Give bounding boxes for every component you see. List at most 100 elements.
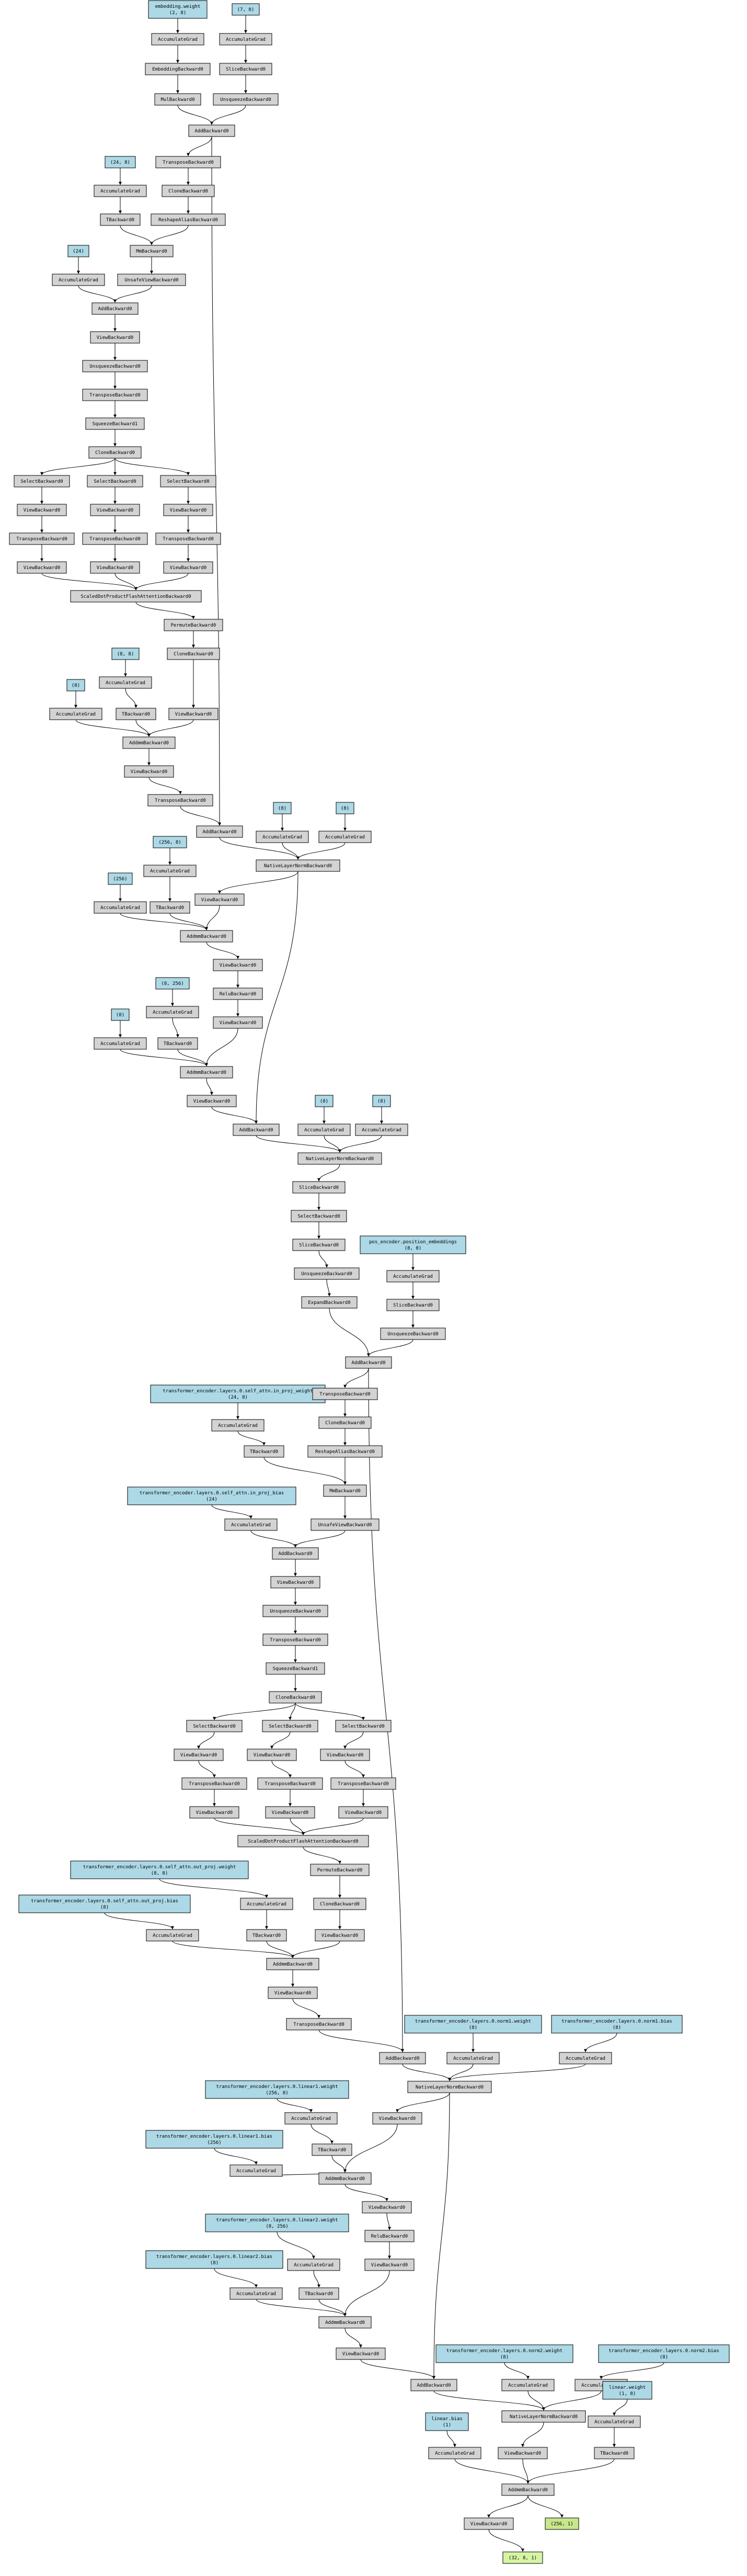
node-box bbox=[407, 2081, 492, 2093]
edge-add1-tr1 bbox=[187, 136, 212, 156]
edge-view5-sdpa1 bbox=[41, 573, 137, 591]
node-p_b1: (24) bbox=[67, 245, 89, 257]
node-label: (256) bbox=[207, 2140, 221, 2146]
node-box bbox=[94, 901, 147, 914]
node-acc7: AccumulateGrad bbox=[256, 831, 309, 843]
node-tr1: TransposeBackward0 bbox=[155, 156, 221, 168]
node-box bbox=[284, 2112, 338, 2125]
node-tb8: TBackward0 bbox=[298, 2287, 339, 2300]
edge-add3-ln1 bbox=[219, 837, 300, 860]
node-acc9: AccumulateGrad bbox=[143, 865, 197, 877]
node-box bbox=[272, 1547, 319, 1560]
node-slice1: SliceBackward0 bbox=[219, 63, 272, 75]
node-label: ViewBackward0 bbox=[272, 1810, 308, 1815]
node-label: ViewBackward0 bbox=[220, 1020, 256, 1026]
node-box bbox=[160, 475, 216, 487]
node-label: AccumulateGrad bbox=[56, 712, 96, 717]
node-label: ScaledDotProductFlashAttentionBackward0 bbox=[81, 594, 191, 599]
node-box bbox=[446, 2052, 500, 2064]
node-box bbox=[559, 2052, 612, 2064]
node-box bbox=[180, 930, 233, 943]
node-acc12: AccumulateGrad bbox=[94, 1037, 147, 1050]
node-label: ViewBackward0 bbox=[371, 2263, 408, 2268]
node-box bbox=[205, 2214, 349, 2232]
node-view1: ViewBackward0 bbox=[90, 331, 140, 344]
node-label: transformer_encoder.layers.0.norm2.weigh… bbox=[446, 2348, 562, 2354]
edges bbox=[40, 15, 664, 2552]
node-box bbox=[315, 1095, 334, 1107]
node-label: CloneBackward0 bbox=[320, 1902, 360, 1907]
node-label: transformer_encoder.layers.0.linear1.bia… bbox=[156, 2134, 272, 2139]
node-label: MmBackward0 bbox=[329, 1489, 361, 1494]
edge-slice3-unsq3 bbox=[318, 1250, 328, 1268]
edge-tb7-addmm5 bbox=[331, 2155, 347, 2173]
node-label: CloneBackward0 bbox=[275, 1695, 315, 1700]
node-box bbox=[256, 859, 340, 872]
node-box bbox=[164, 619, 223, 631]
node-label: (8, 256) bbox=[266, 2224, 288, 2229]
node-box bbox=[320, 1749, 370, 1761]
node-box bbox=[99, 676, 152, 689]
node-unsq5: UnsqueezeBackward0 bbox=[262, 1605, 328, 1617]
node-pos_emb: pos_encoder.position_embeddings(8, 8) bbox=[360, 1235, 466, 1254]
node-addmm3: AddmmBackward0 bbox=[180, 1066, 233, 1079]
node-box bbox=[244, 1445, 284, 1458]
edge-tr6-add3 bbox=[180, 805, 221, 826]
edge-view10-addmm2 bbox=[205, 905, 220, 930]
node-acc24: AccumulateGrad bbox=[287, 2259, 340, 2271]
node-label: ViewBackward0 bbox=[254, 1753, 290, 1758]
edge-add5-add7 bbox=[368, 1368, 404, 2052]
node-p_l1b: (256) bbox=[108, 872, 133, 885]
node-p_ln1w: (8) bbox=[273, 802, 292, 814]
edge-acc28-addmm7 bbox=[454, 2458, 530, 2484]
edge-acc22-tb7 bbox=[311, 2124, 334, 2144]
node-tb7: TBackward0 bbox=[312, 2143, 352, 2156]
node-label: (8, 8) bbox=[405, 1246, 422, 1251]
edge-acc26-ln4 bbox=[527, 2390, 545, 2411]
node-acc6: AccumulateGrad bbox=[49, 708, 102, 720]
node-label: transformer_encoder.layers.0.linear1.wei… bbox=[216, 2084, 338, 2090]
node-box bbox=[18, 1894, 191, 1913]
node-label: UnsafeViewBackward0 bbox=[318, 1523, 372, 1528]
edge-ln1-view10 bbox=[218, 871, 298, 894]
node-label: ViewBackward0 bbox=[97, 565, 133, 571]
node-select4: SelectBackward0 bbox=[291, 1210, 347, 1222]
node-label: AddmmBackward0 bbox=[325, 2176, 365, 2182]
node-label: AddBackward0 bbox=[239, 1128, 273, 1133]
node-label: ExpandBackward0 bbox=[308, 1300, 350, 1306]
node-label: EmbeddingBackward0 bbox=[152, 67, 203, 72]
node-box bbox=[240, 1898, 293, 1910]
node-tr6: TransposeBackward0 bbox=[147, 794, 213, 807]
node-box bbox=[335, 1720, 392, 1732]
node-acc18: AccumulateGrad bbox=[240, 1898, 293, 1910]
node-box bbox=[269, 1691, 322, 1704]
node-box bbox=[588, 2415, 641, 2428]
edge-acc21-ln3 bbox=[448, 2063, 586, 2081]
node-unsq1: UnsqueezeBackward0 bbox=[213, 93, 279, 106]
node-add4: AddBackward0 bbox=[233, 1124, 280, 1136]
node-relu2: ReluBackward0 bbox=[364, 2230, 415, 2242]
edge-sdpa2-perm2 bbox=[303, 1846, 341, 1864]
node-box bbox=[229, 2164, 283, 2177]
node-label: AccumulateGrad bbox=[158, 37, 198, 42]
node-box bbox=[345, 1356, 392, 1369]
node-box bbox=[380, 1327, 446, 1340]
node-box bbox=[174, 1749, 224, 1761]
edge-p_opw-acc18 bbox=[159, 1878, 268, 1898]
node-box bbox=[219, 63, 272, 75]
edge-clone5-sel6 bbox=[289, 1703, 296, 1720]
node-label: (1) bbox=[443, 2423, 451, 2428]
edge-add7-ln3 bbox=[402, 2063, 451, 2081]
node-box bbox=[298, 2287, 339, 2300]
node-label: SelectBackward0 bbox=[269, 1724, 311, 1729]
edge-view19-sdpa2 bbox=[290, 1818, 305, 1835]
node-label: (24, 8) bbox=[110, 160, 130, 165]
node-label: AccumulateGrad bbox=[247, 1902, 286, 1907]
node-box bbox=[270, 1576, 320, 1588]
node-label: (1, 8) bbox=[619, 2391, 636, 2397]
node-slice2: SliceBackward0 bbox=[292, 1181, 346, 1194]
edge-tb1-mm1 bbox=[120, 225, 153, 245]
node-box bbox=[90, 331, 140, 344]
edge-view23-addmm5 bbox=[343, 2124, 398, 2173]
node-label: UnsqueezeBackward0 bbox=[301, 1272, 352, 1277]
